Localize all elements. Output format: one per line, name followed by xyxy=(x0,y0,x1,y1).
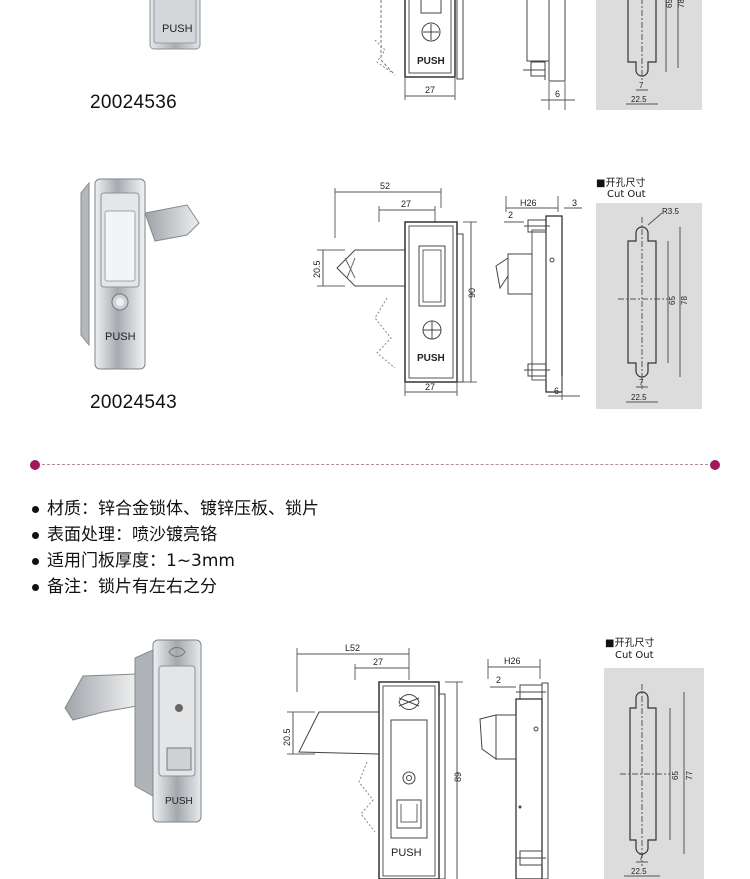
dim-52-2: 52 xyxy=(380,181,390,191)
section-divider xyxy=(30,460,720,470)
dim-78-1: 78 xyxy=(677,0,686,8)
side-drawing-3: H26 2 xyxy=(479,656,549,879)
product-photo-20024543: PUSH xyxy=(75,175,205,375)
dim-6-2: 6 xyxy=(554,386,559,396)
dim-20-5-2: 20.5 xyxy=(312,260,322,278)
front-drawing-2: 52 27 20.5 PUSH 90 27 xyxy=(312,181,477,396)
front-drawing-1: PUSH 27 xyxy=(374,0,464,100)
side-drawing-2: H26 3 2 6 xyxy=(495,196,582,400)
dim-78-2: 78 xyxy=(680,296,689,305)
bullet-icon xyxy=(32,557,39,565)
product-photo-3: PUSH xyxy=(55,636,215,826)
front-drawing-3: L52 27 20.5 PUSH 89 xyxy=(282,643,463,879)
spec-list: 材质：锌合金锁体、镀锌压板、锁片 表面处理：喷沙镀亮铬 适用门板厚度：1~3mm… xyxy=(28,496,319,600)
product-code-2: 20024543 xyxy=(90,392,177,413)
dim-r3-5-2: R3.5 xyxy=(662,207,679,216)
cutout-label-en-2: Cut Out xyxy=(607,189,646,200)
spec-item-thickness: 适用门板厚度：1~3mm xyxy=(28,548,319,574)
dim-27-1: 27 xyxy=(425,85,435,95)
product-code-1: 20024536 xyxy=(90,92,177,113)
dim-h26-3: H26 xyxy=(504,656,521,666)
side-drawing-1: 6 xyxy=(523,0,575,110)
cutout-label-cn-3: ■开孔尺寸 xyxy=(605,638,655,649)
dim-2-3: 2 xyxy=(496,675,501,685)
bullet-icon xyxy=(32,583,39,591)
dim-h26-2: H26 xyxy=(520,198,537,208)
cutout-label-en-3: Cut Out xyxy=(615,650,654,661)
dim-22-5-3: 22.5 xyxy=(631,867,647,876)
dim-22-5-1: 22.5 xyxy=(631,95,647,104)
front-push-text-2: PUSH xyxy=(417,353,445,364)
cutout-drawing-1: 65 78 7 22.5 xyxy=(626,0,686,105)
front-push-text-1: PUSH xyxy=(417,56,445,67)
spec-item-surface: 表面处理：喷沙镀亮铬 xyxy=(28,522,319,548)
bullet-icon xyxy=(32,505,39,513)
dim-77-3: 77 xyxy=(685,771,694,780)
bullet-icon xyxy=(32,531,39,539)
dim-2-2: 2 xyxy=(508,210,513,220)
dim-7-2: 7 xyxy=(639,378,644,387)
dim-7-3: 7 xyxy=(639,853,644,862)
dim-65-3: 65 xyxy=(671,771,680,780)
dim-22-5-2: 22.5 xyxy=(631,393,647,402)
cutout-panel-2 xyxy=(596,203,702,409)
dim-65-2: 65 xyxy=(668,296,677,305)
photo-push-text-2: PUSH xyxy=(105,331,136,343)
dim-20-5-3: 20.5 xyxy=(282,728,292,746)
spec-item-material: 材质：锌合金锁体、镀锌压板、锁片 xyxy=(28,496,319,522)
dim-7-1: 7 xyxy=(639,81,644,90)
cutout-label-cn-2: ■开孔尺寸 xyxy=(596,178,646,189)
dim-27-bottom-2: 27 xyxy=(425,382,435,392)
product-photo-20024536: PUSH xyxy=(140,0,210,52)
photo-push-text-1: PUSH xyxy=(162,23,193,35)
cutout-drawing-2: R3.5 65 78 7 22.5 xyxy=(618,207,689,403)
dim-3-2: 3 xyxy=(572,198,577,208)
dim-l52-3: L52 xyxy=(345,643,360,653)
front-push-text-3: PUSH xyxy=(391,847,422,859)
dim-65-1: 65 xyxy=(665,0,674,8)
dim-27-top-2: 27 xyxy=(401,199,411,209)
dim-27-3: 27 xyxy=(373,657,383,667)
photo-push-text-3: PUSH xyxy=(165,796,193,807)
dim-89-3: 89 xyxy=(453,772,463,782)
cutout-drawing-3: 65 77 7 22.5 xyxy=(620,684,694,877)
dim-90-2: 90 xyxy=(467,288,477,298)
spec-item-note: 备注：锁片有左右之分 xyxy=(28,574,319,600)
dim-6-1: 6 xyxy=(555,89,560,99)
cutout-panel-1 xyxy=(596,0,702,110)
